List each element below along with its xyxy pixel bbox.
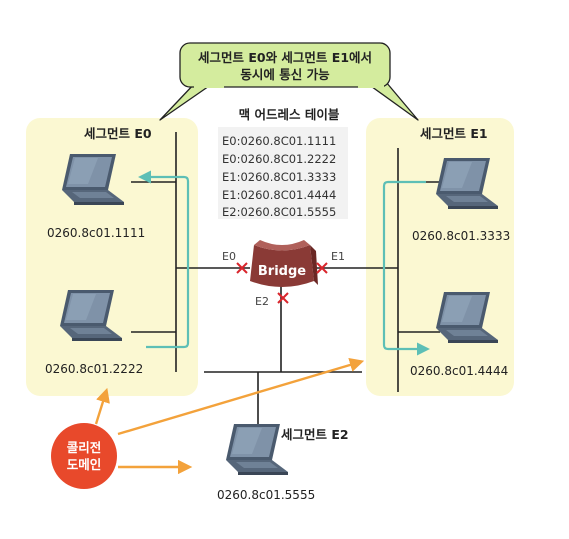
- collision-domain-badge: [51, 423, 117, 489]
- mac-table-row: E1:0260.8C01.3333: [222, 170, 336, 184]
- mac-table-box: [218, 127, 348, 219]
- segment-e2-bus: [204, 371, 362, 430]
- host-address-label: 0260.8c01.3333: [412, 229, 510, 243]
- mac-table-row: E0:0260.8C01.2222: [222, 152, 336, 166]
- callout-line-2: 동시에 통신 가능: [240, 67, 330, 82]
- bridge-icon: Bridge: [250, 240, 318, 287]
- mac-table-row: E0:0260.8C01.1111: [222, 134, 336, 148]
- host-address-label: 0260.8c01.4444: [410, 364, 508, 378]
- mac-table-row: E1:0260.8C01.4444: [222, 188, 336, 202]
- callout-pointer-left: [159, 81, 213, 121]
- host-address-label: 0260.8c01.1111: [47, 226, 145, 240]
- segment-e2-title: 세그먼트 E2: [281, 427, 349, 442]
- callout-box: [179, 42, 391, 88]
- mac-table-row: E2:0260.8C01.5555: [222, 205, 336, 219]
- segment-e1-title: 세그먼트 E1: [420, 126, 488, 141]
- callout-pointer-right: [367, 81, 419, 121]
- host-address-label: 0260.8c01.5555: [217, 488, 315, 502]
- collision-domain-line-2: 도메인: [67, 457, 102, 472]
- bridge-label: Bridge: [258, 264, 306, 279]
- bridge-port-e0: E0: [222, 250, 236, 263]
- e1-traffic-arrow: [382, 180, 430, 356]
- laptop-icon: [226, 424, 288, 475]
- segment-e0-title: 세그먼트 E0: [84, 126, 152, 141]
- mac-table-title: 맥 어드레스 테이블: [239, 107, 340, 122]
- collision-arrows: [94, 357, 365, 475]
- bridge-port-e1: E1: [331, 250, 345, 263]
- host-address-label: 0260.8c01.2222: [45, 362, 143, 376]
- bridge-port-e2: E2: [255, 295, 269, 308]
- collision-domain-line-1: 콜리전: [67, 440, 102, 455]
- x-mark-icon: [277, 292, 289, 304]
- segment-e1-panel: [366, 118, 514, 396]
- e0-traffic-arrow: [138, 170, 190, 349]
- callout-line-1: 세그먼트 E0와 세그먼트 E1에서: [198, 50, 372, 65]
